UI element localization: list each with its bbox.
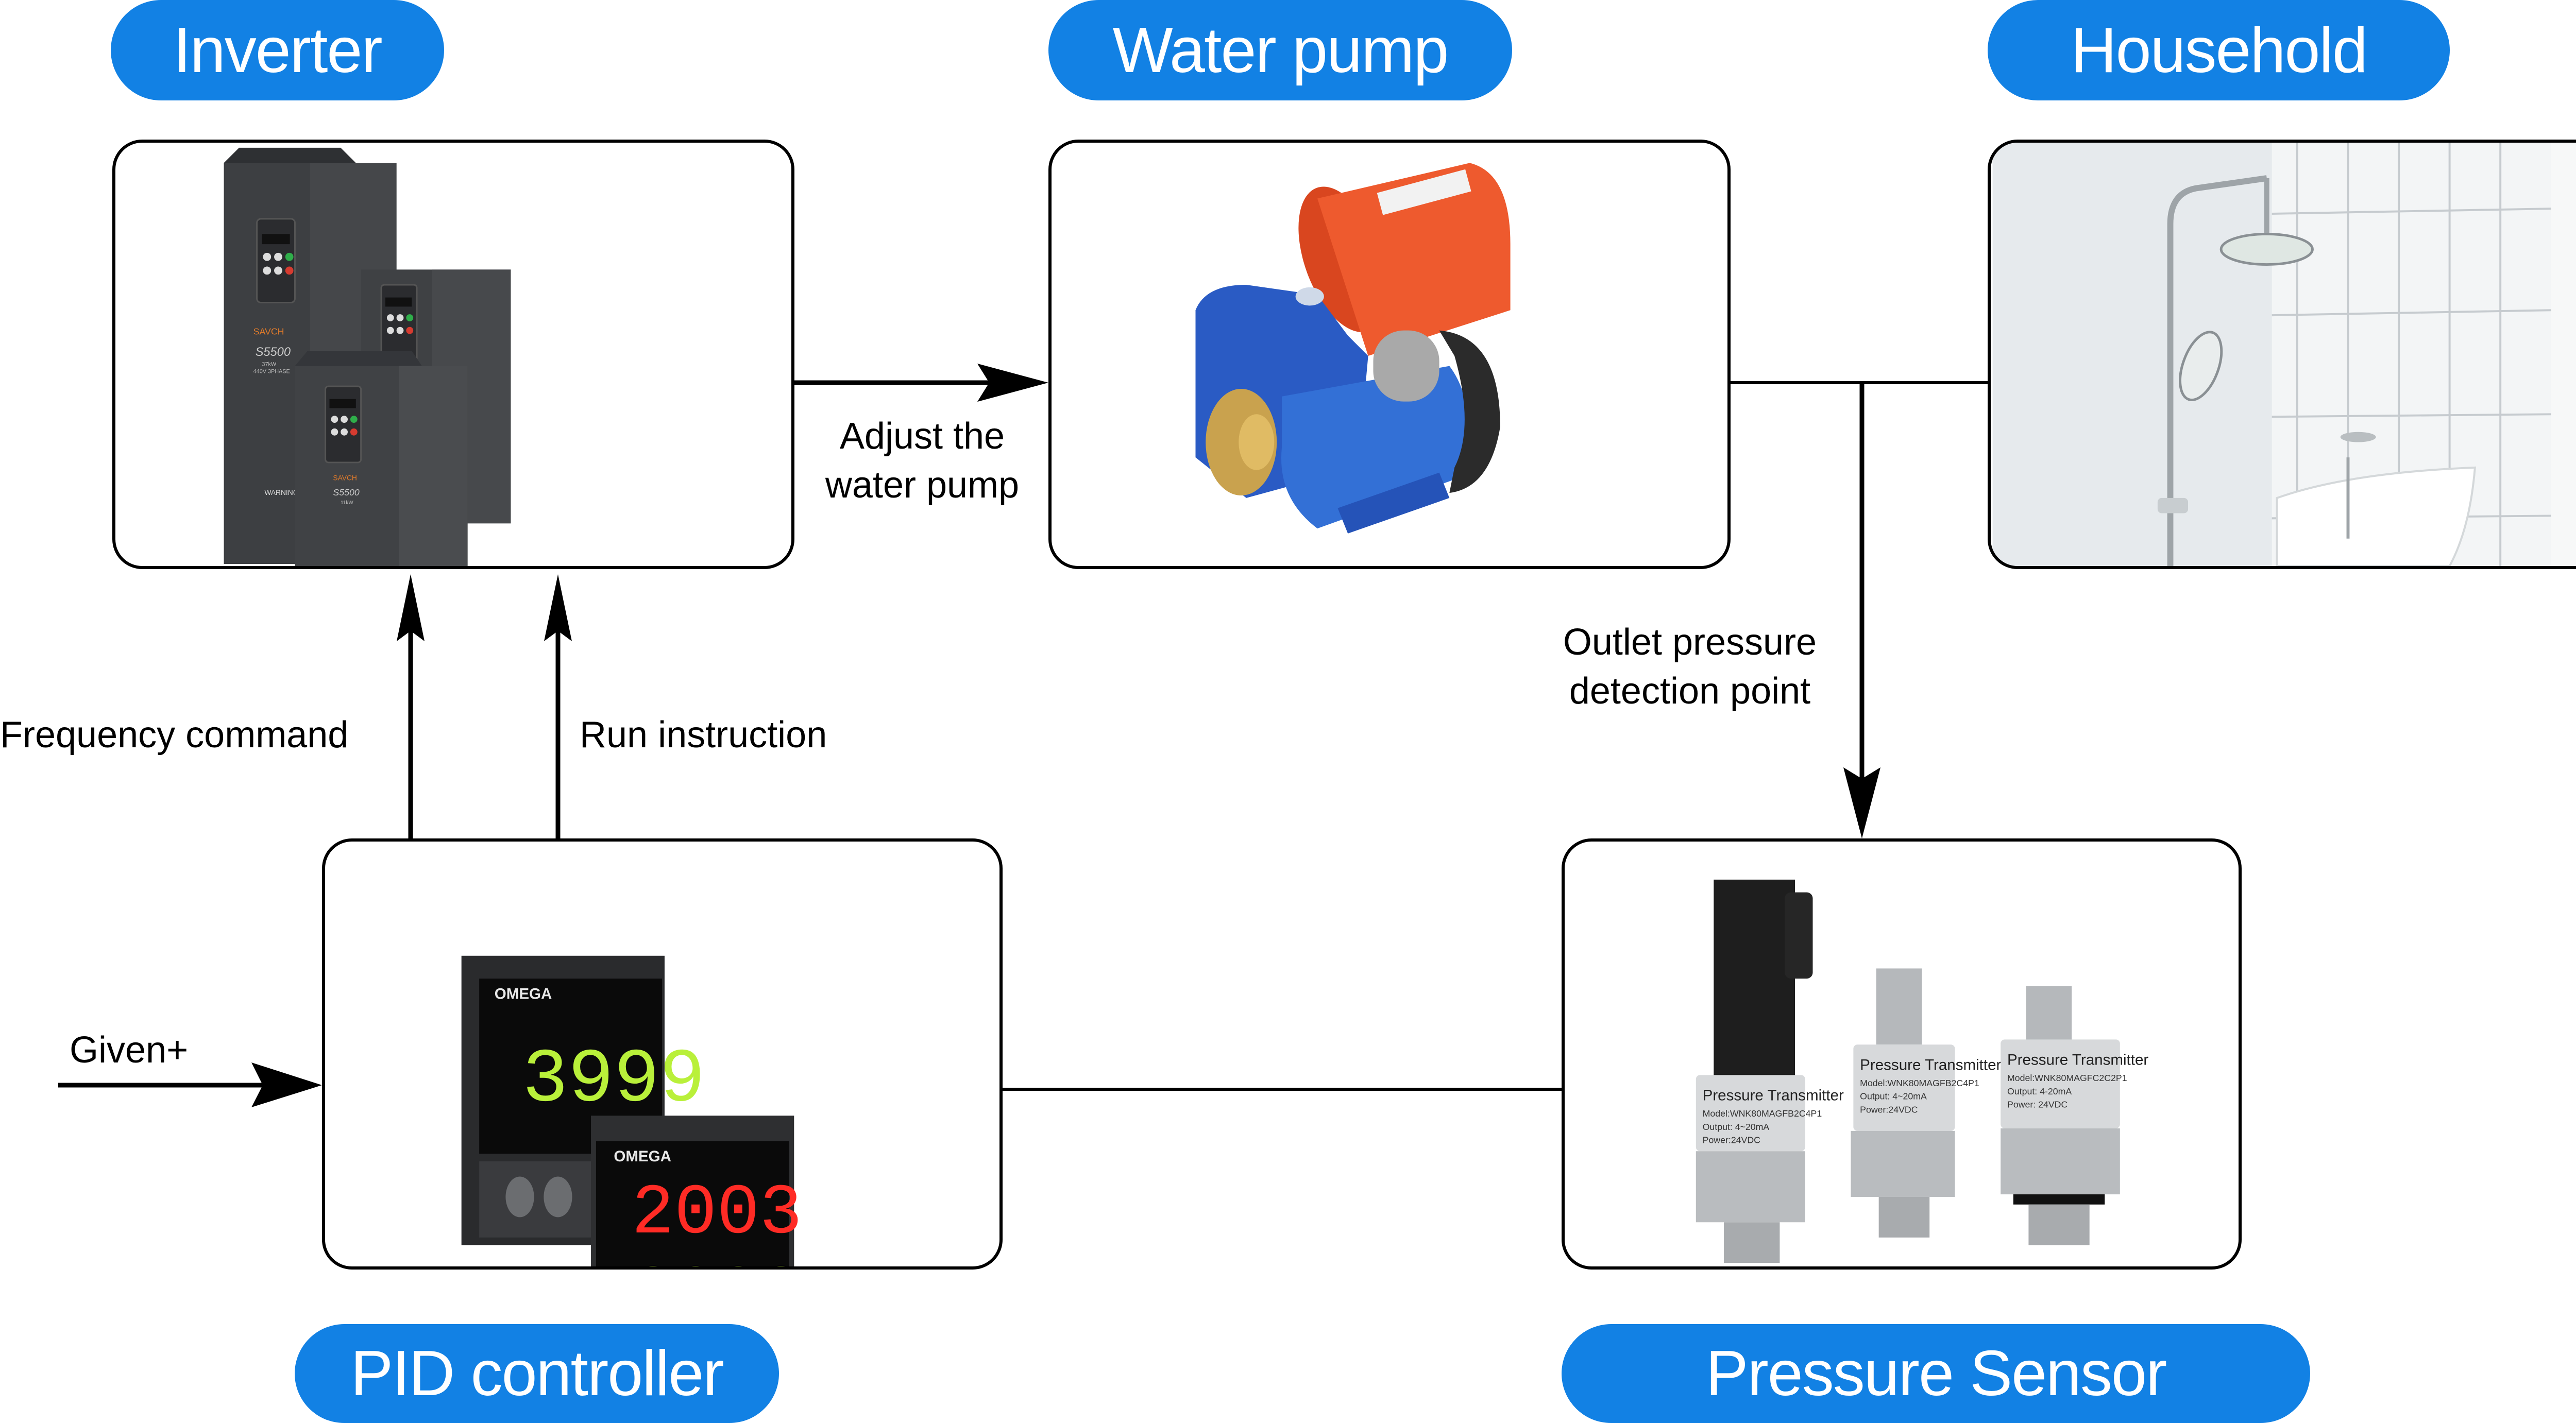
inverter-voltage-large: 440V 3PHASE bbox=[253, 368, 290, 374]
household-box bbox=[1988, 140, 2576, 569]
badge-household-text: Household bbox=[2071, 14, 2368, 86]
label-outlet-line1: Outlet pressure bbox=[1563, 622, 1817, 663]
sensor-3-model: Model:WNK80MAGFC2C2P1 bbox=[2007, 1073, 2127, 1083]
badge-inverter: Inverter bbox=[111, 0, 444, 100]
inverter-model-small: S5500 bbox=[333, 487, 359, 498]
badge-household: Household bbox=[1988, 0, 2450, 100]
sensor-3-title: Pressure Transmitter bbox=[2007, 1052, 2148, 1069]
label-adjust-water-pump: Adjust the water pump bbox=[804, 412, 1041, 510]
pid-controller-box: OMEGA 3999 OMEGA 2003 2003 bbox=[322, 838, 1003, 1270]
sensor-2-output: Output: 4~20mA bbox=[1860, 1091, 1927, 1102]
badge-inverter-text: Inverter bbox=[173, 14, 382, 86]
badge-pid-controller-text: PID controller bbox=[350, 1338, 724, 1409]
inverter-power-small: 11kW bbox=[341, 500, 353, 506]
inverter-illustration: SAVCH S5500 37kW 440V 3PHASE WARNING SAV… bbox=[224, 147, 511, 566]
label-adjust-line1: Adjust the bbox=[839, 416, 1005, 457]
arrowhead-up-icon bbox=[397, 574, 425, 641]
pid-rear-display: 3999 bbox=[522, 1038, 705, 1124]
pid-front-display-bottom: 2003 bbox=[632, 1255, 802, 1266]
inverter-model-large: S5500 bbox=[256, 346, 291, 359]
inverter-power-large: 37kW bbox=[262, 362, 276, 368]
label-outlet-pressure: Outlet pressure detection point bbox=[1525, 618, 1855, 716]
arrowhead-right-icon bbox=[977, 364, 1048, 402]
label-given: Given+ bbox=[70, 1026, 224, 1075]
badge-pid-controller: PID controller bbox=[295, 1324, 779, 1423]
badge-water-pump: Water pump bbox=[1048, 0, 1512, 100]
label-adjust-line2: water pump bbox=[825, 465, 1020, 506]
label-frequency-command: Frequency command bbox=[0, 711, 392, 760]
sensor-2-power: Power:24VDC bbox=[1860, 1104, 1918, 1115]
water-pump-illustration bbox=[1195, 163, 1511, 534]
inverter-brand-small: SAVCH bbox=[333, 474, 357, 482]
sensor-1-model: Model:WNK80MAGFB2C4P1 bbox=[1703, 1108, 1822, 1119]
sensor-1-output: Output: 4~20mA bbox=[1703, 1122, 1770, 1132]
household-bathroom-illustration bbox=[1992, 143, 2576, 566]
label-outlet-line2: detection point bbox=[1569, 671, 1811, 712]
pressure-sensor-illustration: Pressure Transmitter Model:WNK80MAGFB2C4… bbox=[1696, 879, 2148, 1263]
label-run-instruction-text: Run instruction bbox=[580, 714, 827, 756]
pid-front-brand: OMEGA bbox=[614, 1148, 671, 1165]
sensor-1-power: Power:24VDC bbox=[1703, 1135, 1761, 1145]
sensor-2-model: Model:WNK80MAGFB2C4P1 bbox=[1860, 1078, 1979, 1088]
water-pump-box bbox=[1048, 140, 1731, 569]
sensor-1-title: Pressure Transmitter bbox=[1703, 1087, 1844, 1104]
badge-water-pump-text: Water pump bbox=[1112, 14, 1449, 86]
inverter-warning-large: WARNING bbox=[264, 489, 298, 496]
badge-pressure-sensor: Pressure Sensor bbox=[1562, 1324, 2310, 1423]
arrowhead-up-icon bbox=[544, 574, 572, 641]
badge-pressure-sensor-text: Pressure Sensor bbox=[1705, 1338, 2167, 1409]
pid-front-display-top: 2003 bbox=[632, 1174, 802, 1254]
sensor-3-power: Power: 24VDC bbox=[2007, 1099, 2067, 1109]
arrowhead-down-icon bbox=[1843, 767, 1880, 838]
sensor-3-output: Output: 4-20mA bbox=[2007, 1086, 2072, 1096]
pressure-sensor-box: Pressure Transmitter Model:WNK80MAGFB2C4… bbox=[1562, 838, 2242, 1270]
pid-rear-brand: OMEGA bbox=[495, 986, 552, 1003]
pid-controller-illustration: OMEGA 3999 OMEGA 2003 2003 bbox=[461, 955, 802, 1266]
sensor-2-title: Pressure Transmitter bbox=[1860, 1057, 2001, 1074]
label-run-instruction: Run instruction bbox=[580, 711, 868, 760]
label-given-text: Given+ bbox=[70, 1030, 189, 1071]
arrowhead-right-icon bbox=[251, 1062, 322, 1107]
label-frequency-command-text: Frequency command bbox=[0, 714, 349, 756]
inverter-box: SAVCH S5500 37kW 440V 3PHASE WARNING SAV… bbox=[112, 140, 794, 569]
inverter-brand-large: SAVCH bbox=[253, 327, 284, 337]
